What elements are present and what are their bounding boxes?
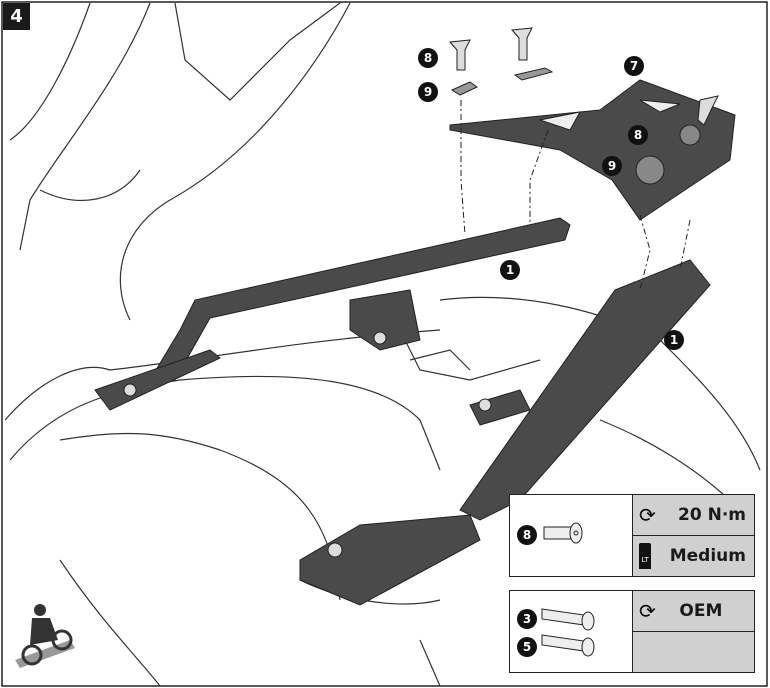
bolt-icon	[543, 522, 583, 544]
top-plate	[449, 79, 736, 221]
torque-table-bolts-3-5: 3 5 ⟳ OEM	[509, 590, 755, 673]
threadlocker-row: LT Medium	[633, 535, 754, 576]
part-number-badge: 5	[517, 637, 537, 657]
torque-row: ⟳ OEM	[633, 591, 754, 631]
threadlocker-bottle-icon: LT	[639, 543, 651, 569]
torque-wrench-icon: ⟳	[639, 503, 656, 527]
loose-hardware	[448, 27, 719, 126]
torque-value: OEM	[679, 601, 723, 621]
rider-position-icon	[15, 604, 75, 668]
part-number-badge: 8	[517, 525, 537, 545]
callout-plate-bolt: 8	[628, 125, 648, 145]
callout-bolt: 8	[418, 48, 438, 68]
callout-plate-washer: 9	[602, 156, 622, 176]
callout-top-plate: 7	[624, 56, 644, 76]
torque-table-bolt-8: 8 ⟳ 20 N·m LT Medium	[509, 494, 755, 577]
callout-rail-left: 1	[500, 260, 520, 280]
threadlocker-strength: Medium	[669, 546, 746, 566]
step-number-badge: 4	[3, 3, 30, 30]
callout-rail-right: 1	[664, 330, 684, 350]
empty-row	[633, 631, 754, 672]
rail-right	[123, 259, 711, 606]
part-cell: 3 5	[510, 591, 633, 672]
part-number-badge: 3	[517, 609, 537, 629]
torque-value: 20 N·m	[678, 505, 746, 525]
torque-wrench-icon: ⟳	[639, 599, 656, 623]
bolt-icons	[541, 608, 595, 657]
callout-washer: 9	[418, 82, 438, 102]
part-cell: 8	[510, 495, 633, 576]
torque-row: ⟳ 20 N·m	[633, 495, 754, 535]
alignment-lines	[460, 100, 691, 291]
